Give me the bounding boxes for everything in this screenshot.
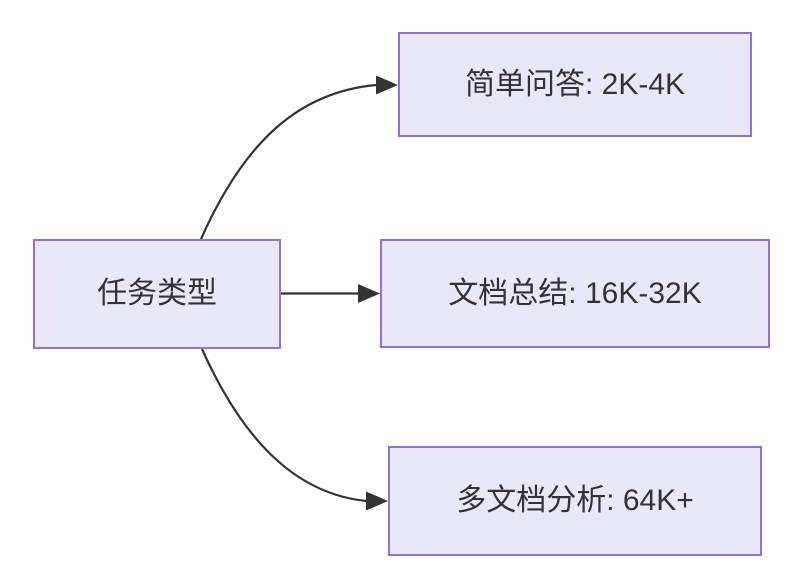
node-multi-doc: 多文档分析: 64K+	[388, 446, 762, 556]
node-task-type: 任务类型	[33, 239, 281, 349]
arrowhead-multi-doc	[366, 491, 388, 511]
node-simple-qa: 简单问答: 2K-4K	[398, 32, 752, 137]
node-simple-qa-label: 简单问答: 2K-4K	[464, 67, 686, 101]
arrowhead-doc-summary	[358, 284, 380, 303]
node-doc-summary: 文档总结: 16K-32K	[380, 239, 770, 348]
node-task-type-label: 任务类型	[97, 277, 217, 310]
node-doc-summary-label: 文档总结: 16K-32K	[448, 276, 702, 310]
edge-root-to-simple-qa	[199, 83, 377, 240]
arrowhead-simple-qa	[376, 75, 398, 95]
edge-root-to-multi-doc	[200, 348, 367, 503]
node-multi-doc-label: 多文档分析: 64K+	[456, 484, 694, 517]
